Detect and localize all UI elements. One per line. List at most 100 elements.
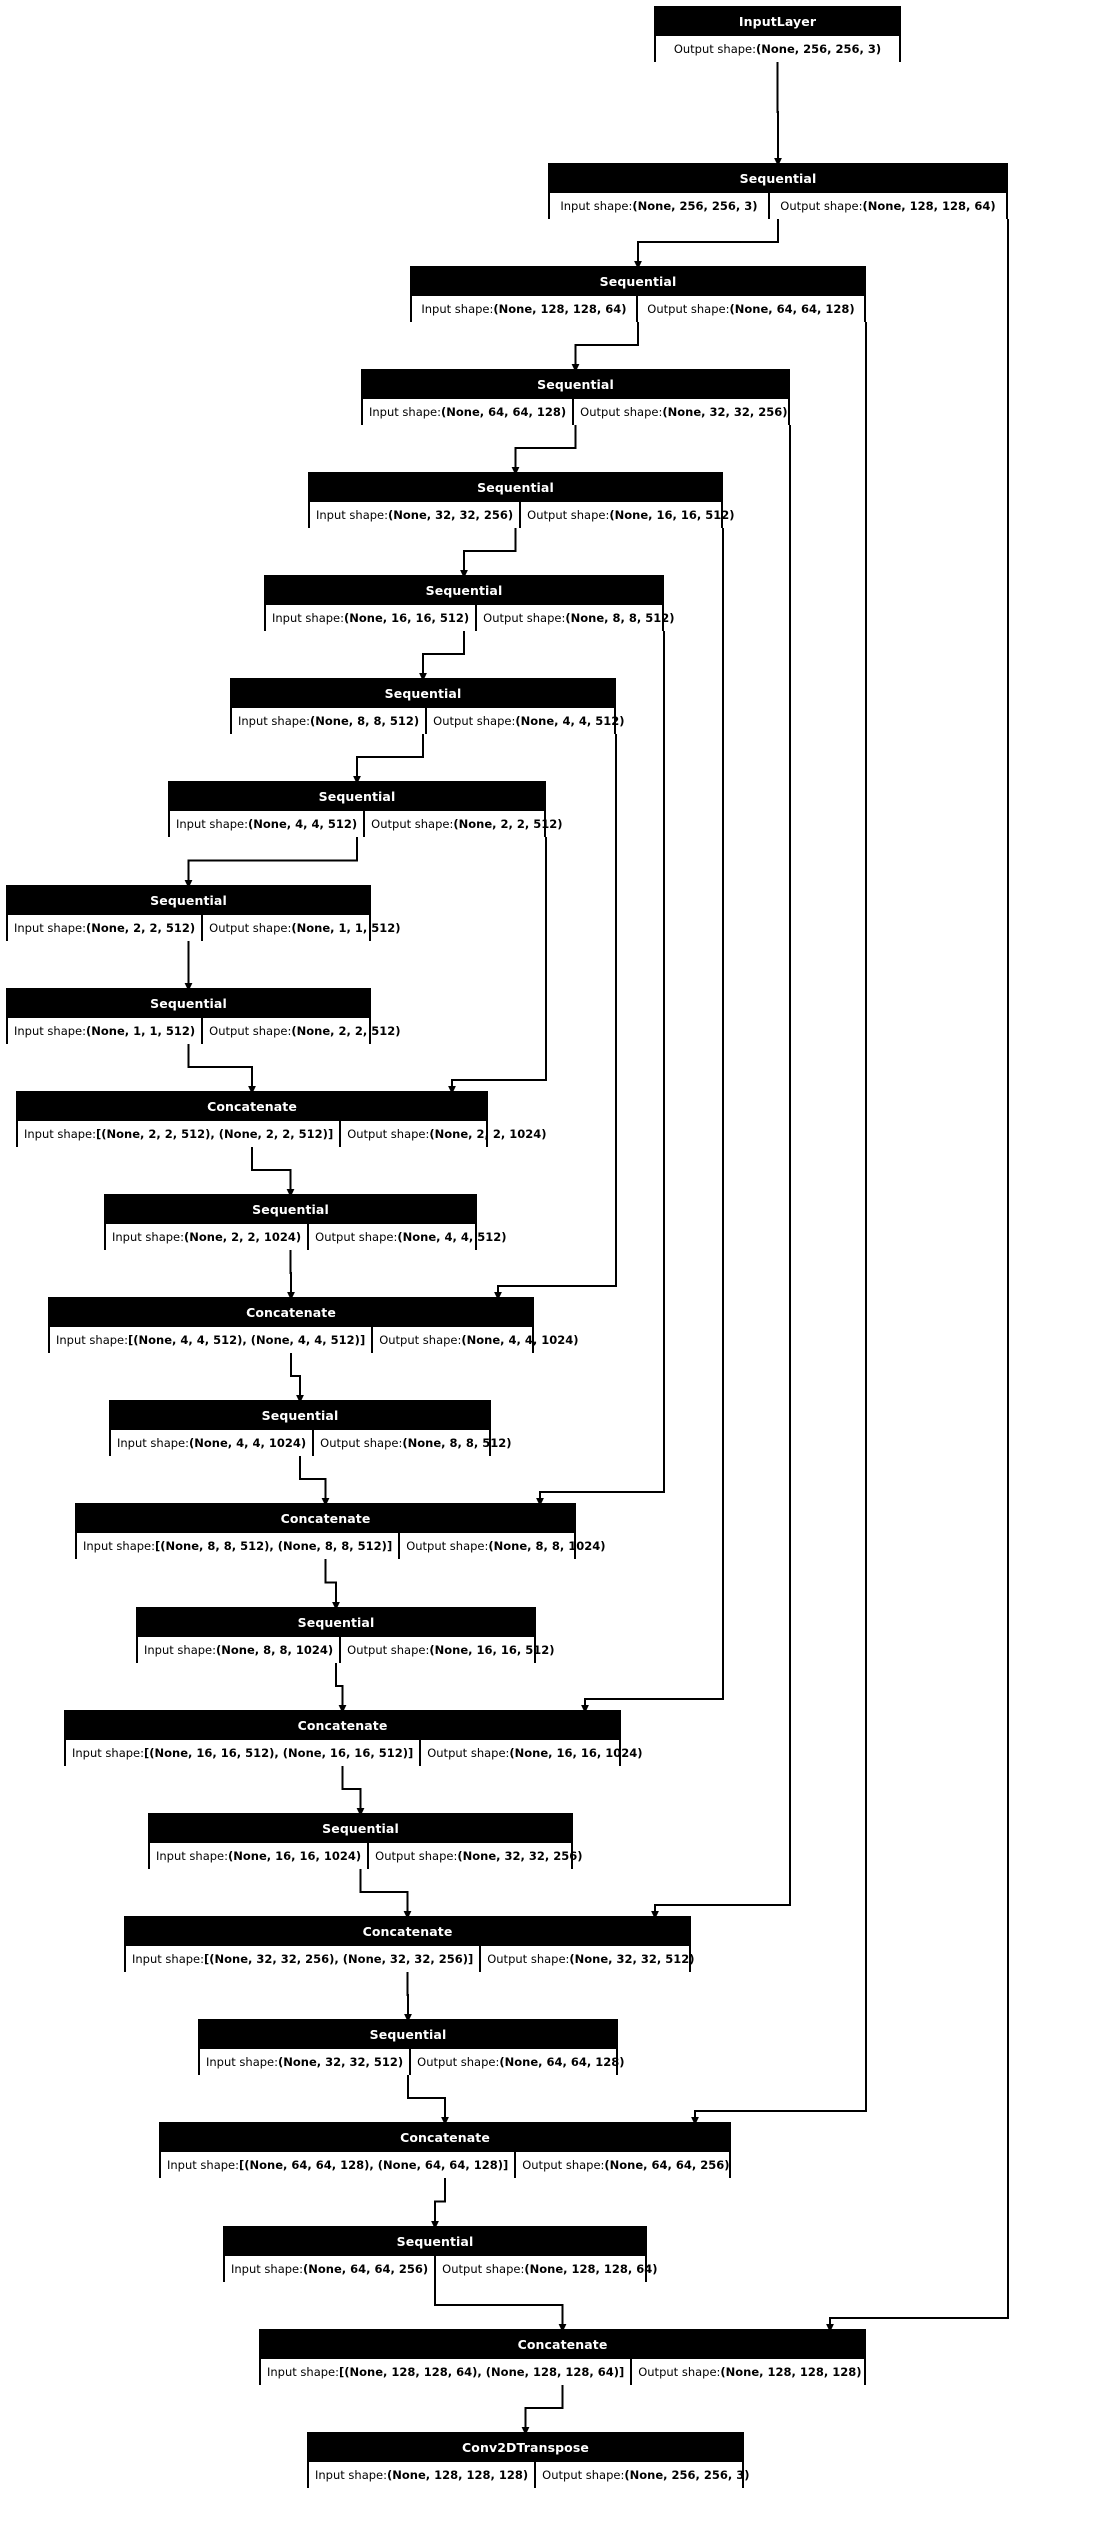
input-shape: Input shape: (None, 2, 2, 1024) (106, 1224, 310, 1250)
skip-edge-n5-n14 (536, 631, 665, 1507)
output-shape-label: Output shape: (209, 1024, 292, 1038)
node-title: Sequential (150, 1815, 571, 1841)
edge-n3-n4 (511, 425, 577, 476)
output-shape: Output shape: (None, 16, 16, 512) (521, 502, 740, 528)
output-shape: Output shape: (None, 2, 2, 1024) (341, 1121, 552, 1147)
output-shape-label: Output shape: (542, 2468, 625, 2482)
edge-n15-n16 (335, 1663, 347, 1714)
output-shape: Output shape: (None, 2, 2, 512) (203, 1018, 406, 1044)
output-shape: Output shape: (None, 8, 8, 512) (314, 1430, 517, 1456)
output-shape-value: (None, 32, 32, 256) (662, 405, 788, 419)
output-shape-label: Output shape: (780, 199, 863, 213)
node-shape-row: Input shape: (None, 8, 8, 512)Output sha… (232, 706, 625, 734)
input-shape: Input shape: [(None, 2, 2, 512), (None, … (18, 1121, 342, 1147)
input-shape-label: Input shape: (14, 1024, 87, 1038)
edge-n4-n5 (460, 528, 517, 579)
node-title: Concatenate (77, 1505, 574, 1531)
output-shape-value: (None, 8, 8, 1024) (488, 1539, 606, 1553)
node-shape-row: Input shape: (None, 64, 64, 128)Output s… (363, 397, 788, 425)
output-shape: Output shape: (None, 64, 64, 128) (638, 296, 864, 322)
output-shape-label: Output shape: (487, 1952, 570, 1966)
output-shape: Output shape: (None, 32, 32, 256) (369, 1843, 588, 1869)
node-shape-row: Input shape: (None, 4, 4, 512)Output sha… (170, 809, 563, 837)
input-shape-value: (None, 64, 64, 128) (441, 405, 567, 419)
node-title: Sequential (412, 268, 864, 294)
output-shape-value: (None, 128, 128, 128) (720, 2365, 862, 2379)
output-shape: Output shape: (None, 4, 4, 512) (427, 708, 630, 734)
edge-n18-n19 (404, 1972, 412, 2023)
node-shape-row: Input shape: (None, 16, 16, 1024) Output … (150, 1841, 583, 1869)
output-shape: Output shape: (None, 8, 8, 512) (477, 605, 680, 631)
node-title: Sequential (550, 165, 1006, 191)
input-shape-value: (None, 128, 128, 128) (387, 2468, 529, 2482)
node-title: InputLayer (656, 8, 899, 34)
input-shape: Input shape: (None, 8, 8, 1024) (138, 1637, 342, 1663)
edge-n9-n10 (187, 1044, 256, 1095)
input-shape: Input shape: (None, 64, 64, 256) (225, 2256, 437, 2282)
input-shape: Input shape: (None, 16, 16, 512) (266, 605, 478, 631)
node-shape-row: Input shape: (None, 32, 32, 256)Output s… (310, 500, 735, 528)
node-title: Sequential (225, 2228, 645, 2254)
output-shape: Output shape: (None, 32, 32, 256) (574, 399, 793, 425)
output-shape: Output shape: (None, 4, 4, 1024) (373, 1327, 584, 1353)
input-shape-label: Input shape: (560, 199, 633, 213)
edge-n19-n20 (407, 2075, 449, 2126)
output-shape-value: (None, 8, 8, 512) (565, 611, 675, 625)
output-shape-value: (None, 64, 64, 256) (604, 2158, 730, 2172)
output-shape-label: Output shape: (433, 714, 516, 728)
node-shape-row: Input shape: (None, 2, 2, 1024)Output sh… (106, 1222, 507, 1250)
input-shape: Input shape: [(None, 4, 4, 512), (None, … (50, 1327, 374, 1353)
output-shape-value: (None, 32, 32, 256) (457, 1849, 583, 1863)
input-shape-value: (None, 16, 16, 1024) (228, 1849, 362, 1863)
output-shape-label: Output shape: (406, 1539, 489, 1553)
edge-n6-n7 (353, 734, 424, 785)
output-shape-label: Output shape: (638, 2365, 721, 2379)
node-shape-row: Input shape: (None, 64, 64, 256)Output s… (225, 2254, 658, 2282)
node-shape-row: Input shape: [(None, 2, 2, 512), (None, … (18, 1119, 547, 1147)
input-shape: Input shape: (None, 128, 128, 128) (309, 2462, 537, 2488)
node-shape-row: Input shape: (None, 2, 2, 512)Output sha… (8, 913, 401, 941)
input-shape-label: Input shape: (156, 1849, 229, 1863)
edge-n16-n17 (341, 1766, 365, 1817)
output-shape-value: (None, 4, 4, 512) (397, 1230, 507, 1244)
input-shape: Input shape: (None, 64, 64, 128) (363, 399, 575, 425)
node-shape-row: Input shape: (None, 32, 32, 512)Output s… (200, 2047, 625, 2075)
output-shape-value: (None, 128, 128, 64) (524, 2262, 658, 2276)
input-shape-value: [(None, 32, 32, 256), (None, 32, 32, 256… (204, 1952, 474, 1966)
output-shape: Output shape: (None, 256, 256, 3) (656, 36, 899, 62)
skip-edge-n2-n20 (691, 322, 867, 2126)
node-title: Sequential (8, 887, 369, 913)
node-title: Concatenate (50, 1299, 532, 1325)
input-shape-value: (None, 4, 4, 512) (248, 817, 358, 831)
output-shape-value: (None, 4, 4, 1024) (461, 1333, 579, 1347)
output-shape-label: Output shape: (209, 921, 292, 935)
node-title: Concatenate (18, 1093, 486, 1119)
output-shape-label: Output shape: (375, 1849, 458, 1863)
node-shape-row: Input shape: (None, 256, 256, 3)Output s… (550, 191, 1006, 219)
output-shape-label: Output shape: (371, 817, 454, 831)
